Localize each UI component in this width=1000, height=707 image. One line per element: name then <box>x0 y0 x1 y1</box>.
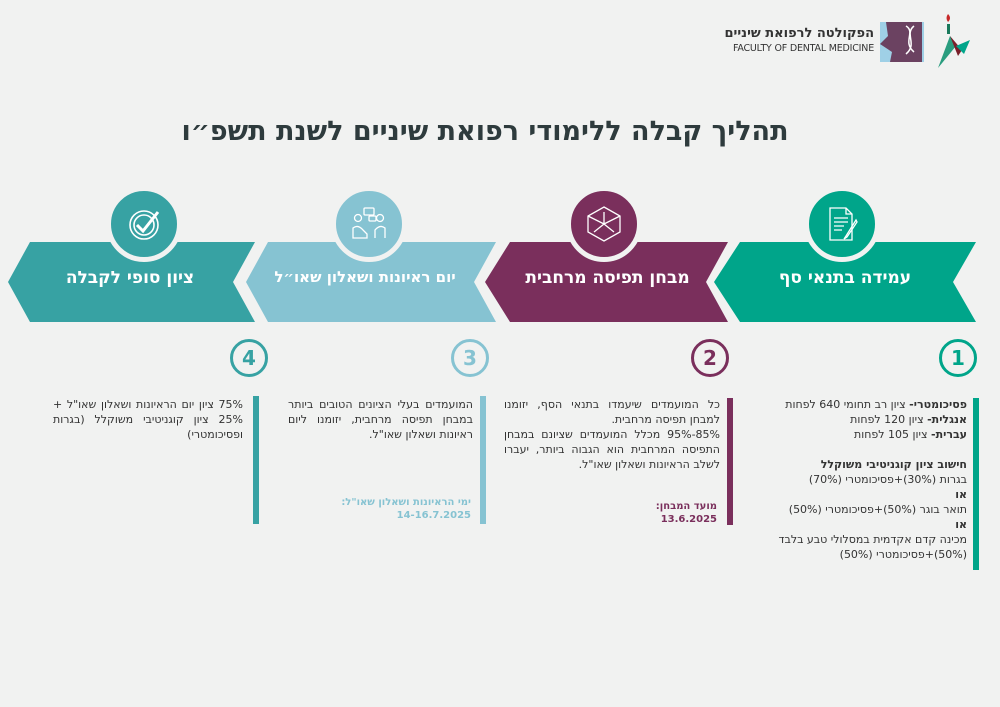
step-2-paragraph-2: 85%-95% מכלל המועמדים שציונם במבחן התפיס… <box>504 428 720 471</box>
step-4-number: 4 <box>230 339 268 377</box>
english-requirement: ציון 120 לפחות <box>850 413 928 426</box>
logo-hebrew-text: הפקולטה לרפואת שיניים <box>724 26 874 41</box>
logo-english-text: FACULTY OF DENTAL MEDICINE <box>732 43 874 54</box>
weighted-score-title: חישוב ציון קוגניטיבי משוקלל <box>820 458 967 471</box>
step-1-icon-circle <box>804 186 880 262</box>
step-1-bar <box>973 398 979 570</box>
step-4-label: ציון סופי לקבלה <box>65 268 195 288</box>
option-matriculation: בגרות (30%)+פסיכומטרי (70%) <box>808 473 967 486</box>
step-2-bar <box>727 398 733 525</box>
university-logo <box>936 12 972 70</box>
interview-icon <box>352 207 386 239</box>
interview-dates-label: ימי הראיונות ושאלון שאו"ל: <box>341 497 471 508</box>
option-degree: תואר בוגר (50%)+פסיכומטרי (50%) <box>788 503 967 516</box>
page-title: תהליך קבלה ללימודי רפואת שיניים לשנת תשפ… <box>181 116 789 147</box>
or-label: או <box>955 488 967 501</box>
option-preparatory: מכינה קדם אקדמית במסלולי טבע בלבד (50%)+… <box>778 533 967 561</box>
faculty-logo <box>876 22 924 62</box>
chevron-step-1 <box>714 242 976 322</box>
chevron-step-2 <box>485 242 728 322</box>
hebrew-requirement: ציון 105 לפחות <box>854 428 932 441</box>
or-label: או <box>955 518 967 531</box>
step-1-label: עמידה בתנאי סף <box>778 268 912 288</box>
check-badge-icon <box>129 210 160 240</box>
hebrew-label: עברית- <box>931 428 967 441</box>
exam-date-value: 13.6.2025 <box>660 514 717 525</box>
english-label: אנגלית- <box>927 413 967 426</box>
step-4-bar <box>253 396 259 524</box>
chevron-step-3 <box>246 242 496 322</box>
step-2-details: כל המועמדים שיעמדו בתנאי הסף, יזומנו למב… <box>504 397 720 472</box>
step-4-details: 75% ציון יום הראיונות ושאלון שאו"ל + 25%… <box>53 397 243 442</box>
step-2-label: מבחן תפיסה מרחבית <box>525 268 690 288</box>
step-3-number: 3 <box>451 339 489 377</box>
exam-date: מועד המבחן: 13.6.2025 <box>656 500 717 526</box>
step-3-paragraph: המועמדים בעלי הציונים הטובים ביותר במבחן… <box>288 398 473 441</box>
exam-date-label: מועד המבחן: <box>655 501 717 512</box>
step-1-details: פסיכומטרי- ציון רב תחומי 640 לפחות אנגלי… <box>767 397 967 562</box>
psychometric-label: פסיכומטרי- <box>909 398 967 411</box>
step-2-icon-circle <box>566 186 642 262</box>
cube-icon <box>587 206 621 242</box>
interview-dates: ימי הראיונות ושאלון שאו"ל: 14-16.7.2025 <box>341 496 471 522</box>
step-4-icon-circle <box>106 186 182 262</box>
interview-dates-value: 14-16.7.2025 <box>396 510 471 521</box>
step-2-number: 2 <box>691 339 729 377</box>
step-4-paragraph: 75% ציון יום הראיונות ושאלון שאו"ל + 25%… <box>53 398 243 441</box>
step-1-number: 1 <box>939 339 977 377</box>
step-2-paragraph-1: כל המועמדים שיעמדו בתנאי הסף, יזומנו למב… <box>504 398 720 426</box>
step-3-label: יום ראיונות ושאלון שאו״ל <box>274 268 456 286</box>
chevron-step-4 <box>8 242 255 322</box>
document-pencil-icon <box>829 207 858 241</box>
psychometric-requirement: ציון רב תחומי 640 לפחות <box>785 398 910 411</box>
step-3-details: המועמדים בעלי הציונים הטובים ביותר במבחן… <box>288 397 473 442</box>
step-3-icon-circle <box>331 186 407 262</box>
step-3-bar <box>480 396 486 524</box>
